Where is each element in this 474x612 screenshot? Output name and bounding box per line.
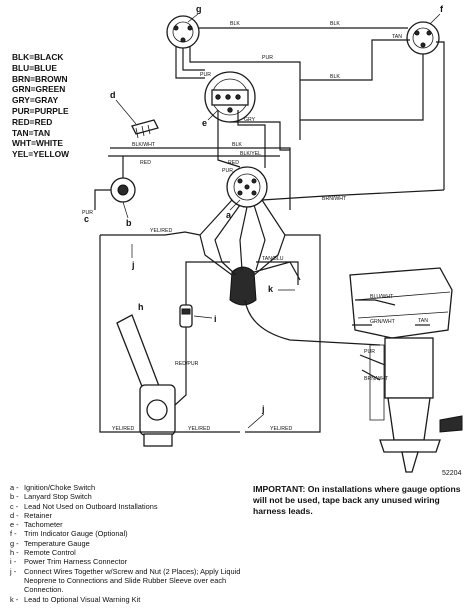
key-letter: f - <box>10 529 17 539</box>
callouts: g f d e c b a j k h i j <box>84 4 444 429</box>
key-letter: a - <box>10 483 19 492</box>
key-item: h - Remote Control <box>10 548 250 557</box>
callout-c: c <box>84 214 89 224</box>
wire-label: BLK/WHT <box>132 142 156 148</box>
color-legend-item: BLK=BLACK <box>12 52 64 62</box>
wire-label: BLU/WHT <box>370 294 394 300</box>
wire-label: GRN/WHT <box>370 319 396 325</box>
key-item: e - Tachometer <box>10 520 250 529</box>
ignition-choke-switch <box>226 166 268 208</box>
key-text: Connect Wires Together w/Screw and Nut (… <box>24 566 241 595</box>
color-legend-item: BRN=BROWN <box>12 73 68 84</box>
color-legend-item: GRY=GRAY <box>12 95 59 106</box>
callout-e: e <box>202 118 207 128</box>
wire-label: PUR <box>222 168 233 174</box>
key-text: Power Trim Harness Connector <box>24 557 128 567</box>
color-legend-item: WHT=WHITE <box>12 138 63 149</box>
key-letter: b - <box>10 492 19 502</box>
wire-label: TAN <box>392 34 402 40</box>
key-text: Lanyard Stop Switch <box>24 492 92 502</box>
wire-label: BRN/WHT <box>364 376 389 382</box>
component-key: a - Ignition/Choke Switch b - Lanyard Stop… <box>10 483 250 604</box>
key-letter: j - <box>10 566 17 576</box>
wires <box>94 27 445 433</box>
callout-g: g <box>196 4 202 14</box>
callout-d: d <box>110 90 116 100</box>
color-legend-item: TAN=TAN <box>12 127 51 138</box>
callout-h: h <box>138 302 144 312</box>
color-legend: BLK=BLACK BLU=BLUE BRN=BROWN GRN=GREEN G… <box>12 52 69 160</box>
key-letter: k - <box>10 594 19 604</box>
key-letter: h - <box>10 548 19 558</box>
wire-label: PUR <box>200 72 211 78</box>
wire-label: RED <box>140 160 151 166</box>
trim-indicator-gauge <box>406 21 440 55</box>
color-legend-item: BLU=BLUE <box>12 62 57 73</box>
important-note: IMPORTANT: On installations where gauge … <box>253 484 461 516</box>
key-text: Remote Control <box>24 548 76 558</box>
key-item: b - Lanyard Stop Switch <box>10 492 250 501</box>
wire-label: GRY <box>244 117 256 123</box>
key-letter: c - <box>10 501 19 511</box>
wire-label: BLK <box>330 74 340 80</box>
key-item: i - Power Trim Harness Connector <box>10 557 250 566</box>
retainer <box>131 119 159 139</box>
color-legend-item: PUR=PURPLE <box>12 105 69 116</box>
wire-label: BLK <box>330 21 340 27</box>
wire-label: TAN <box>418 318 428 324</box>
color-legend-item: YEL=YELLOW <box>12 149 70 160</box>
wire-labels: BLK BLK TAN PUR PUR BLK GRY BLK BLK/YEL … <box>82 21 428 432</box>
callout-f: f <box>440 4 444 14</box>
key-item: f - Trim Indicator Gauge (Optional) <box>10 529 250 538</box>
key-letter: g - <box>10 538 19 548</box>
key-text: Tachometer <box>24 520 63 530</box>
color-legend-item: GRN=GREEN <box>12 84 66 95</box>
key-item: k - Lead to Optional Visual Warning Kit <box>10 595 250 604</box>
callout-b: b <box>126 218 132 228</box>
callout-j-2: j <box>261 404 265 414</box>
key-text: Lead to Optional Visual Warning Kit <box>24 594 141 604</box>
wire-label: YEL/RED <box>188 426 210 432</box>
callout-a: a <box>226 210 232 220</box>
wire-label: BRN/WHT <box>322 196 347 202</box>
wire-label: YEL/RED <box>270 426 292 432</box>
key-item: d - Retainer <box>10 511 250 520</box>
remote-control <box>116 314 176 447</box>
wire-label: BLK <box>232 142 242 148</box>
key-item: g - Temperature Gauge <box>10 539 250 548</box>
key-item: a - Ignition/Choke Switch <box>10 483 250 492</box>
key-text: Temperature Gauge <box>24 538 90 548</box>
key-letter: i - <box>10 557 17 567</box>
key-text: Trim Indicator Gauge (Optional) <box>24 529 128 539</box>
key-letter: d - <box>10 510 19 520</box>
power-trim-harness-connector <box>179 304 193 328</box>
wire-label: YEL/RED <box>112 426 134 432</box>
wire-label: RED <box>228 160 239 166</box>
key-item: j - Connect Wires Together w/Screw and Nu… <box>10 567 250 595</box>
wire-label: YEL/RED <box>150 228 172 234</box>
key-text: Ignition/Choke Switch <box>24 483 96 492</box>
color-legend-item: RED=RED <box>12 116 53 127</box>
key-text: Lead Not Used on Outboard Installations <box>24 501 158 511</box>
key-item: c - Lead Not Used on Outboard Installatio… <box>10 502 250 511</box>
wire-label: BLK/YEL <box>240 151 261 157</box>
tachometer <box>204 71 256 123</box>
temperature-gauge <box>166 15 200 49</box>
wire-label: TAN/BLU <box>262 256 284 262</box>
key-letter: e - <box>10 520 19 530</box>
callout-k: k <box>268 284 274 294</box>
outboard-engine <box>349 267 463 473</box>
wire-label: PUR <box>82 210 93 216</box>
part-number: 52204 <box>442 470 462 477</box>
callout-j: j <box>131 260 135 270</box>
wire-label: RED/PUR <box>175 361 199 367</box>
harness-plug <box>229 266 257 306</box>
wire-label: PUR <box>262 55 273 61</box>
lanyard-stop-switch <box>110 177 136 203</box>
callout-i: i <box>214 314 217 324</box>
key-text: Retainer <box>24 510 52 520</box>
wire-label: PUR <box>364 349 375 355</box>
wire-label: BLK <box>230 21 240 27</box>
